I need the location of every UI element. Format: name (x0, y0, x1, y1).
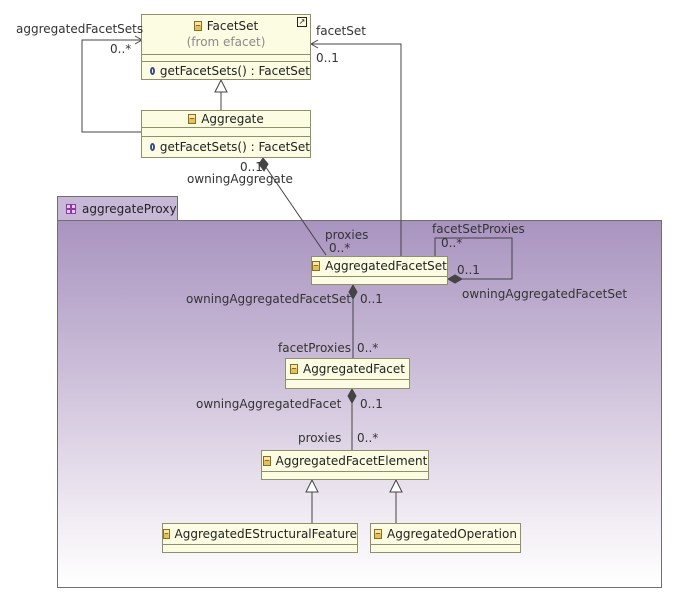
multiplicity-owning-aggregated-facet: 0..1 (360, 397, 383, 411)
class-name: Aggregate (201, 112, 264, 126)
composition-diamond-facet-set (348, 283, 358, 301)
class-icon (312, 261, 321, 271)
multiplicity-owning-aggregated-facet-set: 0..1 (360, 292, 383, 306)
class-name: FacetSet (206, 19, 259, 33)
operation-signature: getFacetSets() : FacetSet (159, 140, 310, 154)
multiplicity-proxies-facet-element: 0..* (357, 431, 379, 445)
class-name: AggregatedOperation (387, 527, 517, 541)
multiplicity-owning-aggregate: 0..1 (240, 160, 263, 174)
multiplicity-facet-set-proxies: 0..* (441, 236, 463, 250)
class-icon (289, 363, 298, 374)
composition-diamond-aggregate (258, 157, 269, 172)
role-proxies-facet-set: proxies (325, 228, 369, 242)
multiplicity-facet-set: 0..1 (316, 51, 339, 65)
operation-icon (150, 143, 155, 151)
class-aggregated-facet-element[interactable]: AggregatedFacetElement (261, 450, 429, 480)
class-icon (163, 529, 170, 539)
owning-aggregate-composition[interactable] (262, 162, 327, 256)
class-name: AggregatedFacet (302, 361, 405, 376)
multiplicity-aggregated-facet-sets: 0..* (110, 42, 132, 56)
aggregated-facet-sets-association[interactable] (81, 39, 142, 133)
operation-icon (150, 66, 155, 75)
composition-diamond-facet (347, 387, 357, 405)
role-owning-aggregated-facet: owningAggregatedFacet (196, 397, 342, 411)
package-icon (66, 203, 76, 214)
class-icon (193, 21, 202, 31)
role-owning-aggregated-facet-set-self: owningAggregatedFacetSet (462, 287, 628, 301)
operation-row[interactable]: getFacetSets() : FacetSet (142, 137, 310, 157)
class-name: AggregatedFacetElement (275, 454, 428, 468)
arrowhead-facet-set (309, 39, 319, 49)
role-facet-set: facetSet (316, 24, 366, 38)
class-icon (188, 114, 197, 124)
role-facet-proxies: facetProxies (278, 341, 352, 355)
role-owning-aggregated-facet-set: owningAggregatedFacetSet (186, 292, 352, 306)
operation-signature: getFacetSets() : FacetSet (159, 63, 310, 78)
class-name: AggregatedEStructuralFeature (174, 527, 358, 541)
operation-row[interactable]: getFacetSets() : FacetSet (142, 62, 310, 79)
class-icon (262, 456, 271, 466)
class-icon (374, 529, 383, 539)
composition-diamond-facet-set-proxies (446, 274, 464, 284)
role-owning-aggregate: owningAggregate (187, 172, 293, 186)
role-aggregated-facet-sets: aggregatedFacetSets (16, 22, 144, 36)
class-origin: (from efacet) (186, 35, 266, 49)
class-aggregate[interactable]: Aggregate getFacetSets() : FacetSet (141, 110, 311, 158)
package-tab[interactable]: aggregateProxy (57, 196, 178, 221)
class-aggregated-estructural-feature[interactable]: AggregatedEStructuralFeature (162, 523, 358, 553)
class-aggregated-facet[interactable]: AggregatedFacet (285, 358, 410, 389)
class-facetset[interactable]: ↗ FacetSet (from efacet) getFacetSets() … (141, 14, 311, 80)
role-facet-set-proxies: facetSetProxies (432, 222, 525, 236)
class-name: AggregatedFacetSet (325, 259, 447, 273)
package-name: aggregateProxy (82, 201, 177, 216)
class-aggregated-operation[interactable]: AggregatedOperation (370, 523, 521, 553)
shortcut-arrow-icon[interactable]: ↗ (297, 17, 307, 27)
multiplicity-proxies-facet-set: 0..* (329, 241, 351, 255)
generalization-arrow-element-right (389, 478, 403, 493)
class-aggregated-facet-set[interactable]: AggregatedFacetSet (311, 256, 448, 285)
multiplicity-owning-self: 0..1 (457, 263, 480, 277)
generalization-arrow-facetset (214, 78, 228, 93)
facet-set-association[interactable] (311, 43, 402, 256)
role-proxies-facet-element: proxies (298, 431, 342, 445)
facet-set-proxies-association[interactable] (434, 237, 513, 280)
generalization-arrow-element-left (305, 478, 319, 493)
multiplicity-facet-proxies: 0..* (357, 341, 379, 355)
